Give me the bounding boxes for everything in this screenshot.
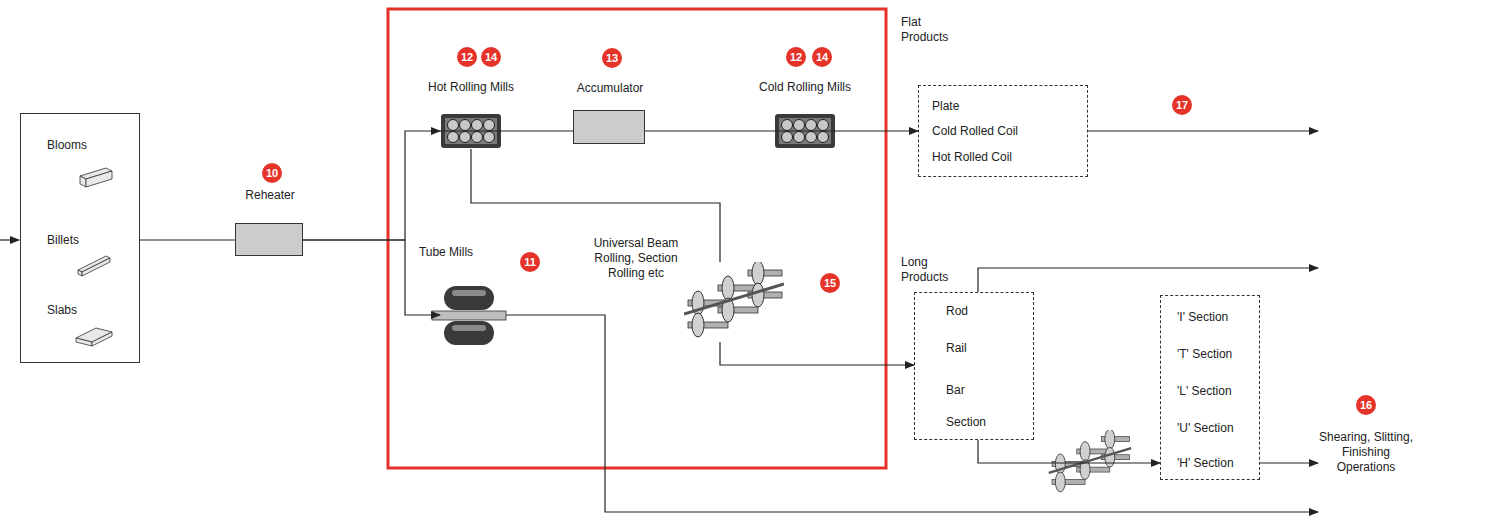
process-label: Cold Rolling Mills — [744, 80, 866, 95]
section-name: 'H' Section — [1177, 456, 1234, 471]
group-heading: Flat Products — [901, 15, 963, 45]
callout-number: 17 — [1172, 95, 1192, 115]
product-name: Cold Rolled Coil — [932, 124, 1018, 139]
flow-connector — [140, 239, 235, 240]
flow-connector — [303, 131, 440, 240]
product-name: Hot Rolled Coil — [932, 150, 1012, 165]
flow-connector — [645, 130, 774, 131]
product-name: Rail — [946, 341, 967, 356]
mill-node: Hot Rolling Mills — [440, 113, 502, 149]
stock-shapes — [76, 168, 112, 346]
mill-node: Universal Beam Rolling, Section Rolling … — [684, 262, 784, 342]
group-heading: Long Products — [901, 255, 963, 285]
flow-connector — [836, 130, 918, 131]
flow-connector — [502, 130, 573, 131]
flow-connector — [720, 342, 914, 365]
callout-number: 10 — [262, 163, 282, 183]
process-label: Tube Mills — [385, 245, 507, 260]
process-label: Reheater — [209, 188, 331, 203]
callout-number: 13 — [602, 48, 622, 68]
flow-connector — [978, 440, 1160, 463]
flow-lines — [0, 131, 1318, 512]
product-name: Bar — [946, 383, 965, 398]
beam-mill-icon — [684, 261, 784, 337]
product-name: Section — [946, 415, 986, 430]
callout-number: 16 — [1356, 395, 1376, 415]
process-box: Reheater — [235, 223, 303, 256]
product-name: Plate — [932, 99, 959, 114]
callout-number: 14 — [481, 47, 501, 67]
section-name: 'T' Section — [1177, 347, 1232, 362]
stock-name: Billets — [47, 233, 79, 248]
stock-box: BloomsBilletsSlabs — [20, 113, 140, 363]
product-group: Flat ProductsPlateCold Rolled CoilHot Ro… — [918, 85, 1088, 177]
process-label: Accumulator — [549, 81, 671, 96]
process-box: Accumulator — [573, 110, 645, 144]
cold-mill-icon — [774, 114, 836, 148]
stock-name: Blooms — [47, 138, 87, 153]
mill-node: Tube Mills — [440, 283, 502, 347]
process-label: Hot Rolling Mills — [410, 80, 532, 95]
section-name: 'L' Section — [1177, 384, 1232, 399]
section-mill-icon — [1049, 429, 1132, 492]
callout-number: 12 — [786, 47, 806, 67]
note-text: Shearing, Slitting, Finishing Operations — [1311, 430, 1421, 475]
tube-mill-icon — [432, 286, 506, 345]
callout-number: 11 — [520, 252, 540, 272]
section-name: 'U' Section — [1177, 421, 1234, 436]
section-group: 'I' Section 'T' Section 'L' Section 'U' Sec… — [1160, 295, 1260, 480]
section-name: 'I' Section — [1177, 310, 1228, 325]
hot-mill-icon — [440, 114, 502, 148]
stock-name: Slabs — [47, 303, 77, 318]
product-group: Long ProductsRodRailBarSection — [914, 292, 1034, 440]
callout-number: 14 — [812, 47, 832, 67]
process-label: Universal Beam Rolling, Section Rolling … — [580, 236, 692, 281]
highlight-frame — [388, 9, 886, 468]
callout-number: 12 — [457, 47, 477, 67]
callout-number: 15 — [820, 273, 840, 293]
product-name: Rod — [946, 304, 968, 319]
mill-node: Cold Rolling Mills — [774, 113, 836, 149]
